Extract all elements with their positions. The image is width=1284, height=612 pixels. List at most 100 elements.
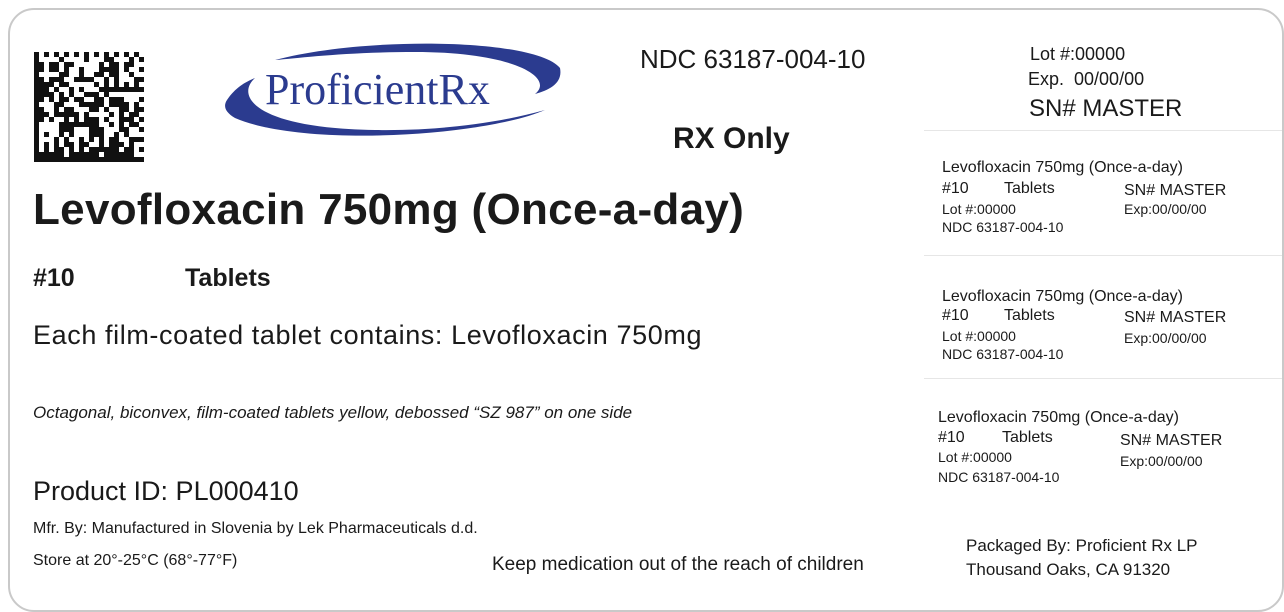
datamatrix-cell <box>74 112 79 117</box>
datamatrix-cell <box>139 67 144 72</box>
datamatrix-cell <box>79 97 84 102</box>
datamatrix-cell <box>89 92 94 97</box>
datamatrix-cell <box>139 117 144 122</box>
datamatrix-cell <box>139 97 144 102</box>
datamatrix-cell <box>79 72 84 77</box>
datamatrix-cell <box>89 157 94 162</box>
datamatrix-cell <box>124 132 129 137</box>
datamatrix-cell <box>84 117 89 122</box>
datamatrix-cell <box>109 122 114 127</box>
datamatrix-cell <box>124 157 129 162</box>
datamatrix-cell <box>34 112 39 117</box>
datamatrix-cell <box>69 122 74 127</box>
datamatrix-cell <box>49 117 54 122</box>
datamatrix-cell <box>109 142 114 147</box>
datamatrix-cell <box>74 152 79 157</box>
stub-exp: Exp:00/00/00 <box>1124 201 1207 217</box>
datamatrix-cell <box>104 117 109 122</box>
datamatrix-cell <box>79 102 84 107</box>
datamatrix-cell <box>59 152 64 157</box>
datamatrix-cell <box>44 152 49 157</box>
datamatrix-cell <box>69 127 74 132</box>
datamatrix-cell <box>114 102 119 107</box>
datamatrix-cell <box>104 147 109 152</box>
datamatrix-cell <box>69 157 74 162</box>
datamatrix-cell <box>99 137 104 142</box>
datamatrix-cell <box>139 127 144 132</box>
datamatrix-cell <box>124 127 129 132</box>
stub-ndc: NDC 63187-004-10 <box>942 346 1064 362</box>
product-title: Levofloxacin 750mg (Once-a-day) <box>33 185 745 234</box>
datamatrix-cell <box>64 97 69 102</box>
datamatrix-cell <box>119 122 124 127</box>
datamatrix-cell <box>114 72 119 77</box>
datamatrix-cell <box>114 82 119 87</box>
datamatrix-cell <box>69 152 74 157</box>
datamatrix-cell <box>34 97 39 102</box>
datamatrix-cell <box>64 142 69 147</box>
datamatrix-cell <box>129 122 134 127</box>
datamatrix-cell <box>44 87 49 92</box>
datamatrix-cell <box>104 92 109 97</box>
datamatrix-cell <box>39 112 44 117</box>
datamatrix-cell <box>139 147 144 152</box>
datamatrix-cell <box>34 62 39 67</box>
datamatrix-cell <box>84 52 89 57</box>
datamatrix-cell <box>49 82 54 87</box>
datamatrix-cell <box>94 92 99 97</box>
datamatrix-cell <box>114 147 119 152</box>
datamatrix-cell <box>44 142 49 147</box>
datamatrix-cell <box>39 157 44 162</box>
datamatrix-cell <box>94 52 99 57</box>
datamatrix-cell <box>104 157 109 162</box>
datamatrix-cell <box>64 67 69 72</box>
datamatrix-cell <box>114 142 119 147</box>
datamatrix-cell <box>114 77 119 82</box>
datamatrix-cell <box>69 142 74 147</box>
datamatrix-cell <box>39 82 44 87</box>
datamatrix-cell <box>59 122 64 127</box>
datamatrix-cell <box>124 52 129 57</box>
datamatrix-cell <box>69 112 74 117</box>
datamatrix-cell <box>134 52 139 57</box>
datamatrix-cell <box>79 137 84 142</box>
packager-name: Packaged By: Proficient Rx LP <box>966 536 1198 555</box>
datamatrix-cell <box>129 147 134 152</box>
datamatrix-cell <box>59 82 64 87</box>
stub-ndc: NDC 63187-004-10 <box>938 469 1060 485</box>
datamatrix-cell <box>109 102 114 107</box>
datamatrix-cell <box>74 122 79 127</box>
datamatrix-cell <box>134 107 139 112</box>
datamatrix-cell <box>64 107 69 112</box>
datamatrix-cell <box>109 157 114 162</box>
datamatrix-cell <box>124 152 129 157</box>
datamatrix-cell <box>94 72 99 77</box>
stub-lot: Lot #:00000 <box>938 449 1012 465</box>
datamatrix-cell <box>94 157 99 162</box>
datamatrix-cell <box>109 152 114 157</box>
serial-number: SN# MASTER <box>1029 95 1183 122</box>
datamatrix-cell <box>34 107 39 112</box>
datamatrix-cell <box>34 127 39 132</box>
datamatrix-cell <box>104 82 109 87</box>
datamatrix-cell <box>129 137 134 142</box>
datamatrix-cell <box>84 92 89 97</box>
datamatrix-cell <box>109 57 114 62</box>
datamatrix-cell <box>99 132 104 137</box>
datamatrix-cell <box>54 142 59 147</box>
datamatrix-cell <box>34 82 39 87</box>
datamatrix-cell <box>49 62 54 67</box>
datamatrix-cell <box>64 127 69 132</box>
datamatrix-cell <box>129 62 134 67</box>
composition-text: Each film-coated tablet contains: Levofl… <box>33 320 703 350</box>
datamatrix-cell <box>139 87 144 92</box>
datamatrix-cell <box>59 97 64 102</box>
tablet-count: #10 <box>33 264 75 292</box>
datamatrix-cell <box>104 152 109 157</box>
stub-lot: Lot #:00000 <box>942 328 1016 344</box>
expiration-date: Exp. 00/00/00 <box>1028 69 1145 89</box>
datamatrix-cell <box>34 117 39 122</box>
stub-form: Tablets <box>1004 180 1055 197</box>
datamatrix-cell <box>89 137 94 142</box>
tear-off-stub: Levofloxacin 750mg (Once-a-day) #10 Tabl… <box>924 255 1282 376</box>
